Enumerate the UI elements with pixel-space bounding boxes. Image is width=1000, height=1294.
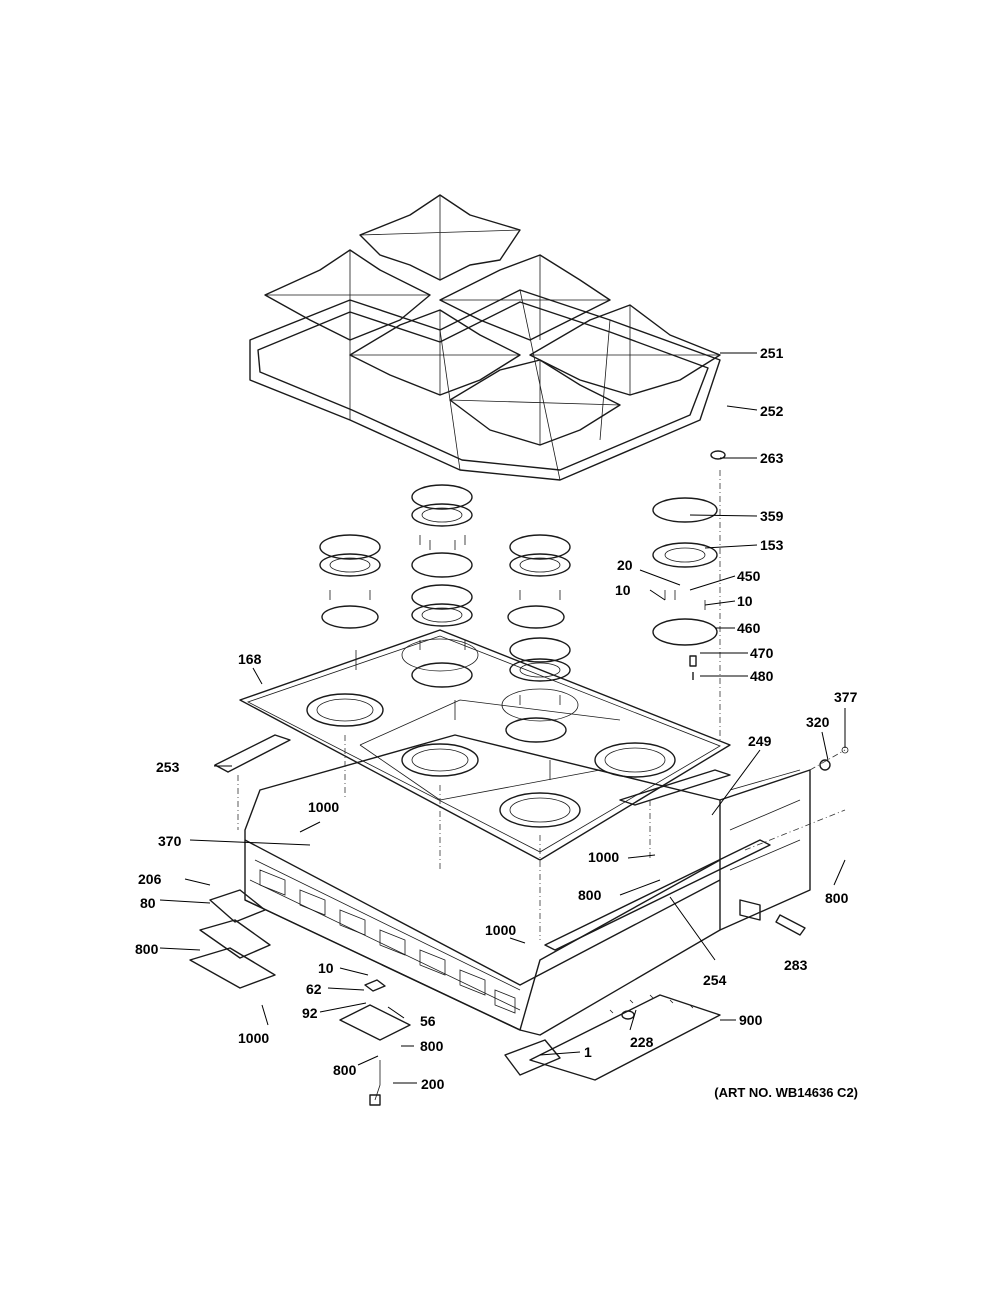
callout-10-c: 10 [318, 960, 334, 976]
cooktop-panel [239, 629, 731, 861]
callout-56: 56 [420, 1013, 436, 1029]
callout-1000-c: 1000 [238, 1030, 269, 1046]
callout-263: 263 [760, 450, 784, 466]
callout-800-b: 800 [825, 890, 849, 906]
callout-800-a: 800 [578, 887, 602, 903]
callout-92: 92 [302, 1005, 318, 1021]
callout-254: 254 [703, 972, 727, 988]
callout-10-a: 10 [615, 582, 631, 598]
chassis [189, 734, 849, 1106]
leader-lines [159, 352, 846, 1084]
callout-800-c: 800 [135, 941, 159, 957]
callout-168: 168 [238, 651, 262, 667]
callout-480: 480 [750, 668, 774, 684]
callout-252: 252 [760, 403, 784, 419]
callout-253: 253 [156, 759, 180, 775]
callout-251: 251 [760, 345, 784, 361]
callout-283: 283 [784, 957, 808, 973]
callout-1000-d: 1000 [485, 922, 516, 938]
callout-450: 450 [737, 568, 761, 584]
alignment-lines [237, 470, 846, 940]
callout-470: 470 [750, 645, 774, 661]
callout-1000-a: 1000 [308, 799, 339, 815]
callout-153: 153 [760, 537, 784, 553]
callout-377: 377 [834, 689, 858, 705]
callout-800-e: 800 [333, 1062, 357, 1078]
callout-1: 1 [584, 1044, 592, 1060]
callout-200: 200 [421, 1076, 445, 1092]
callout-80: 80 [140, 895, 156, 911]
art-number-caption: (ART NO. WB14636 C2) [714, 1085, 858, 1100]
callout-249: 249 [748, 733, 772, 749]
callout-228: 228 [630, 1034, 654, 1050]
callout-20: 20 [617, 557, 633, 573]
burner-assemblies [319, 484, 718, 780]
callout-10-b: 10 [737, 593, 753, 609]
callout-62: 62 [306, 981, 322, 997]
callout-800-d: 800 [420, 1038, 444, 1054]
callout-labels: 251 252 263 359 153 20 450 10 10 460 470… [135, 345, 858, 1092]
grate-assembly [249, 194, 726, 481]
callout-206: 206 [138, 871, 162, 887]
callout-1000-b: 1000 [588, 849, 619, 865]
callout-320: 320 [806, 714, 830, 730]
callout-900: 900 [739, 1012, 763, 1028]
callout-359: 359 [760, 508, 784, 524]
callout-460: 460 [737, 620, 761, 636]
callout-370: 370 [158, 833, 182, 849]
